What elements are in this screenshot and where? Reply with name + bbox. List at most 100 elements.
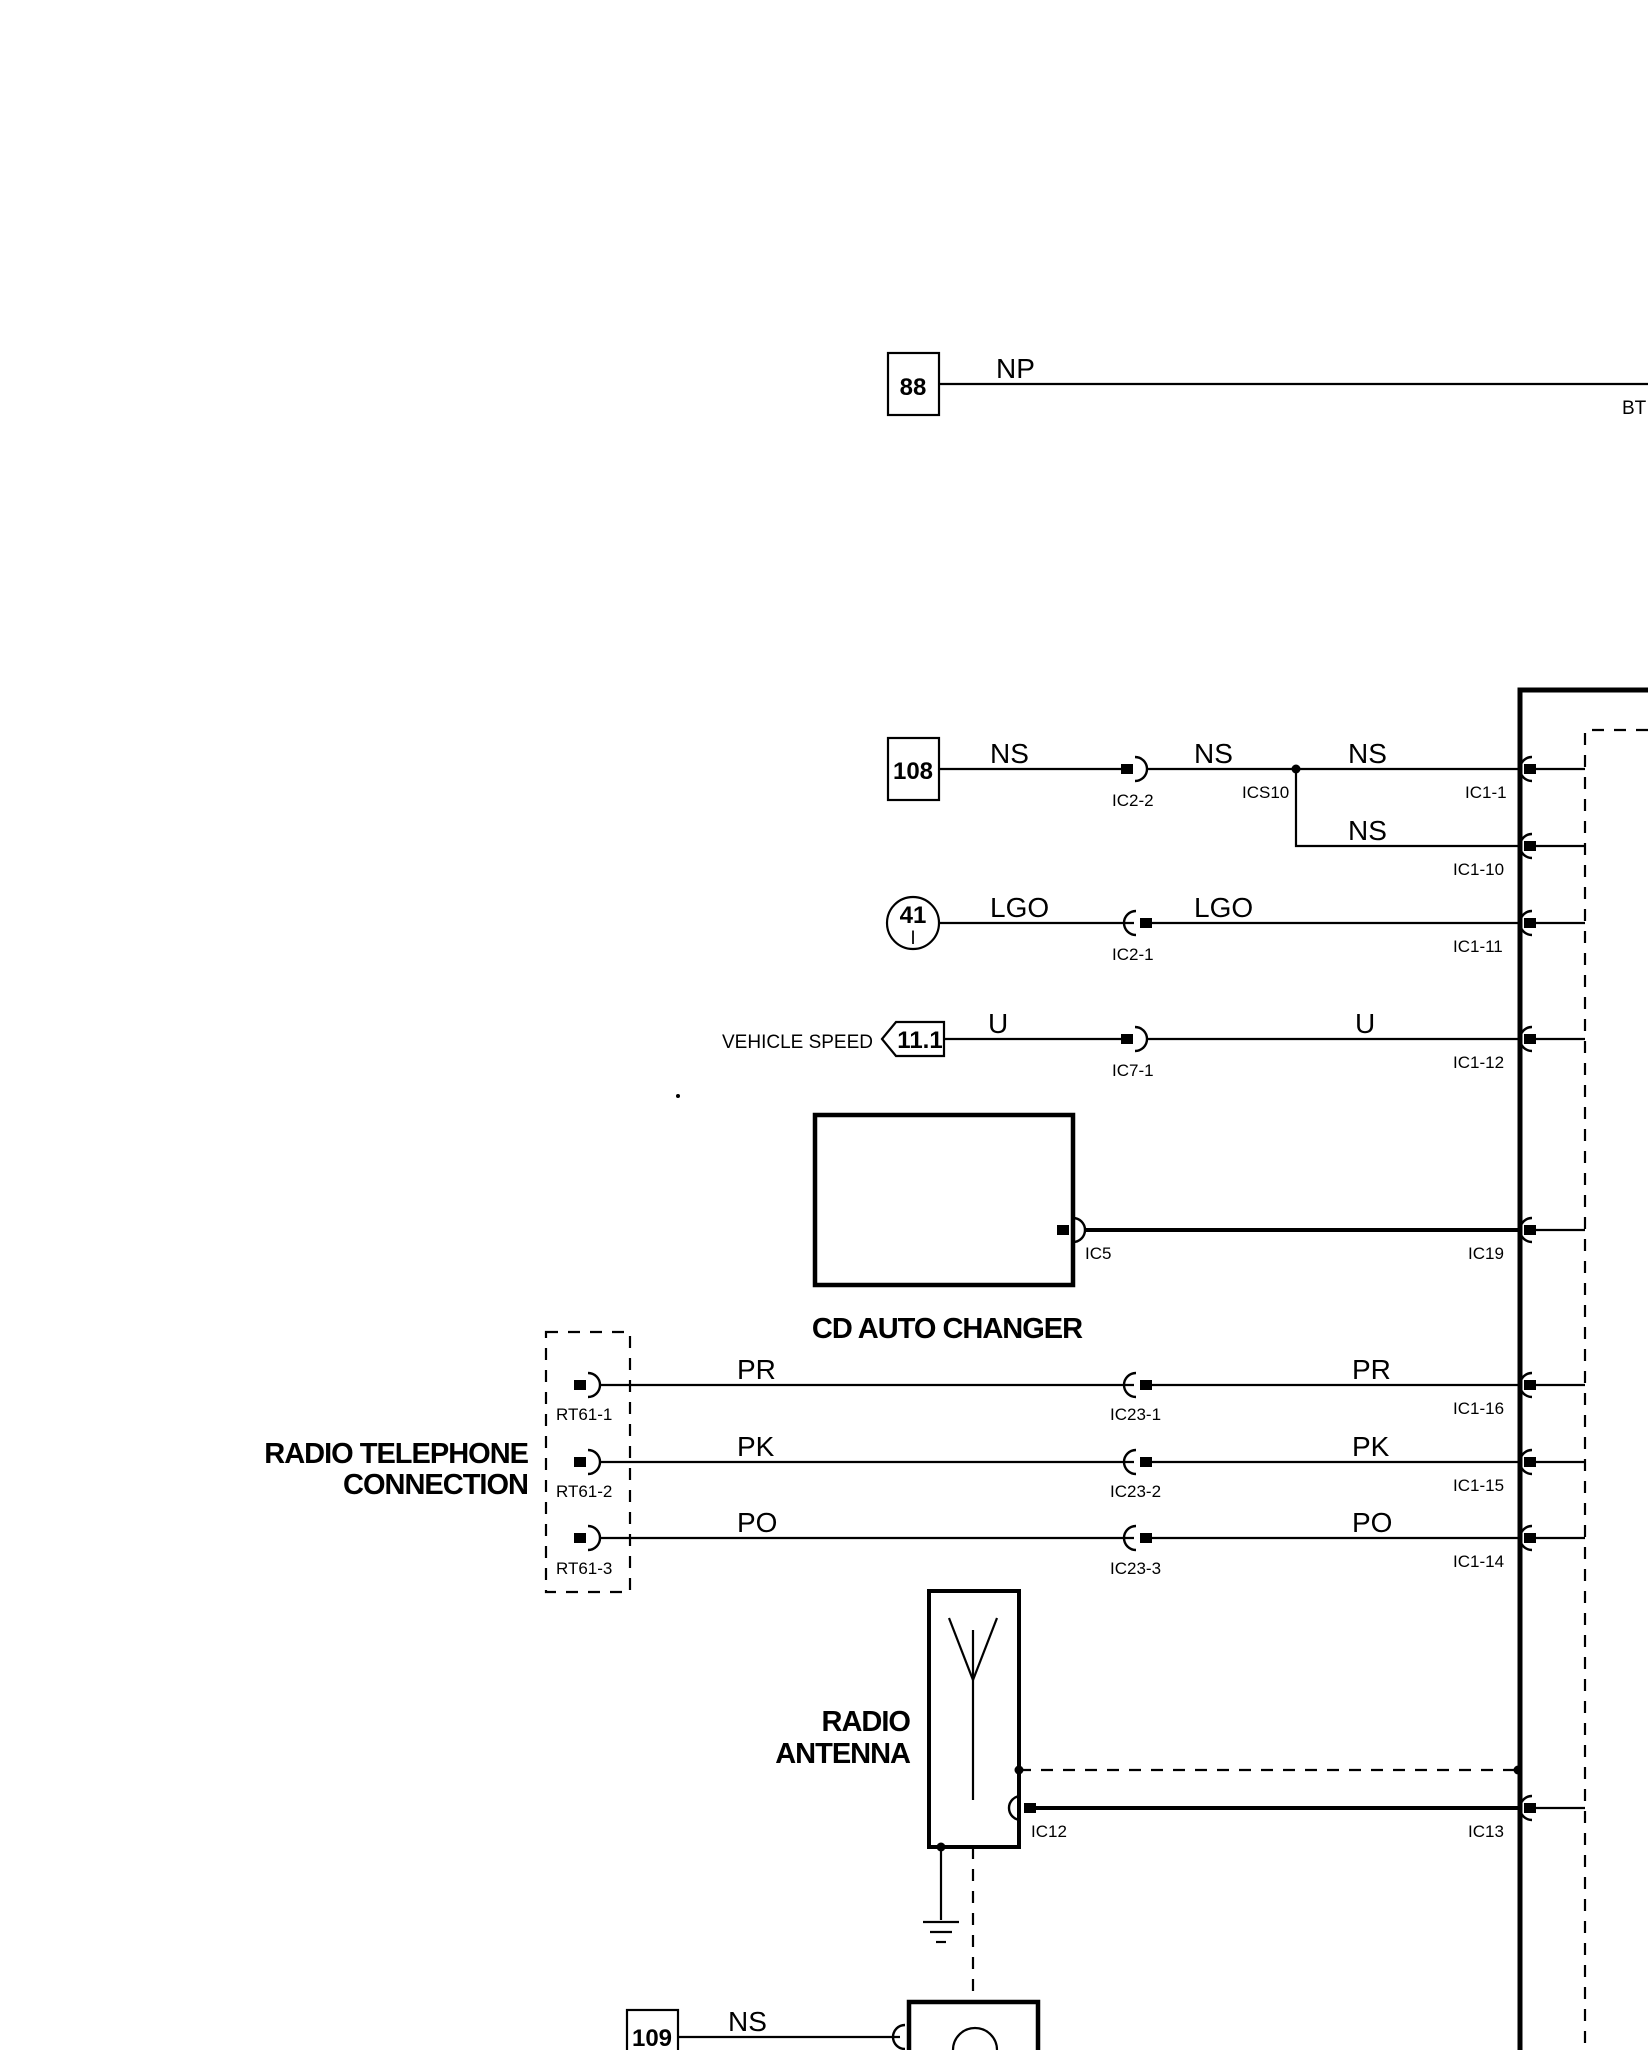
pin-label-ic19: IC19 <box>1468 1244 1504 1263</box>
pin-ic23-3 <box>1140 1533 1152 1543</box>
pin-ic23-1 <box>1140 1380 1152 1390</box>
pin-ic1-12 <box>1524 1034 1536 1044</box>
socket-ic1-16 <box>1518 1371 1533 1399</box>
socket-ic1-12 <box>1518 1025 1533 1053</box>
pin-label-ic7-1: IC7-1 <box>1112 1061 1154 1080</box>
socket-ic1-10 <box>1518 832 1533 860</box>
pin-rt61-1 <box>574 1380 586 1390</box>
unit-outline <box>1517 687 1648 2050</box>
socket-ic2-2 <box>1134 755 1149 783</box>
socket-ic2-1 <box>1122 909 1137 937</box>
pin-label-ic13: IC13 <box>1468 1822 1504 1841</box>
socket-ic1-1 <box>1518 755 1533 783</box>
pin-label-ics10: ICS10 <box>1242 783 1289 802</box>
pin-ic1-1 <box>1524 764 1536 774</box>
pin-rt61-3 <box>574 1533 586 1543</box>
np-wire-label: NP <box>996 353 1035 384</box>
socket-ic23-2 <box>1122 1448 1137 1476</box>
bottom-component-box <box>906 1999 1041 2050</box>
radio-telephone-connector-outline <box>544 1330 632 1594</box>
stray-dot <box>676 1094 680 1098</box>
cd-auto-changer-label: CD AUTO CHANGER <box>812 1313 1083 1345</box>
ns-bottom-wire-label: NS <box>728 2006 767 2037</box>
ref-box-88 <box>886 351 941 417</box>
pin-label-rt61-1: RT61-1 <box>556 1405 612 1424</box>
ns-wire-label-4: NS <box>1348 815 1387 846</box>
ref-108-label: 108 <box>893 758 933 785</box>
pin-ic1-11 <box>1524 918 1536 928</box>
radio-antenna-label-line2: ANTENNA <box>775 1738 911 1770</box>
pin-label-ic1-14: IC1-14 <box>1453 1552 1504 1571</box>
bt-label: BT <box>1622 398 1647 419</box>
ns-wire-label-2: NS <box>1194 738 1233 769</box>
socket-ic1-14 <box>1518 1524 1533 1552</box>
ref-41-sub-label: I <box>910 928 915 949</box>
pin-label-ic1-15: IC1-15 <box>1453 1476 1504 1495</box>
pin-ic13 <box>1524 1803 1536 1813</box>
pin-label-ic23-1: IC23-1 <box>1110 1405 1161 1424</box>
socket-ic7-1 <box>1134 1025 1149 1053</box>
socket-rt61-1 <box>587 1371 602 1399</box>
pin-ic1-14 <box>1524 1533 1536 1543</box>
lgo-wire-label-2: LGO <box>1194 892 1253 923</box>
socket-ic12 <box>1007 1794 1022 1822</box>
shield-node-right <box>1513 1765 1523 1775</box>
pin-ic1-16 <box>1524 1380 1536 1390</box>
ref-109-label: 109 <box>632 2025 672 2050</box>
lgo-wire-label-1: LGO <box>990 892 1049 923</box>
socket-ic1-15 <box>1518 1448 1533 1476</box>
pin-ic2-1 <box>1140 918 1152 928</box>
pk-wire-label-1: PK <box>737 1431 775 1462</box>
socket-ic19 <box>1518 1216 1533 1244</box>
ns-wire-label-1: NS <box>990 738 1029 769</box>
cd-auto-changer-box <box>812 1112 1076 1288</box>
bottom-component-symbol <box>951 2026 999 2050</box>
pin-label-rt61-2: RT61-2 <box>556 1482 612 1501</box>
socket-ic23-3 <box>1122 1524 1137 1552</box>
pin-label-ic1-11: IC1-11 <box>1453 937 1503 956</box>
pin-label-ic1-10: IC1-10 <box>1453 860 1504 879</box>
pin-ic1-15 <box>1524 1457 1536 1467</box>
pin-ic5 <box>1057 1225 1069 1235</box>
ref-88-label: 88 <box>900 374 927 401</box>
socket-bottom <box>891 2023 906 2050</box>
po-wire-label-1: PO <box>737 1507 777 1538</box>
socket-ic1-11 <box>1518 909 1533 937</box>
antenna-icon-left <box>947 1617 975 1681</box>
u-wire-label-1: U <box>988 1008 1008 1039</box>
ref-41-label: 41 <box>900 902 927 929</box>
pin-label-ic12: IC12 <box>1031 1822 1067 1841</box>
pin-ic12 <box>1024 1803 1036 1813</box>
ns-wire-label-3: NS <box>1348 738 1387 769</box>
pr-wire-label-1: PR <box>737 1354 776 1385</box>
pin-label-ic23-3: IC23-3 <box>1110 1559 1161 1578</box>
pin-label-ic23-2: IC23-2 <box>1110 1482 1161 1501</box>
radio-telephone-label-line2: CONNECTION <box>343 1469 528 1501</box>
pin-ic2-2 <box>1121 764 1133 774</box>
radio-telephone-label-line1: RADIO TELEPHONE <box>264 1438 528 1470</box>
pin-label-ic2-2: IC2-2 <box>1112 791 1154 810</box>
radio-antenna-label-line1: RADIO <box>822 1706 911 1738</box>
pin-label-ic5: IC5 <box>1085 1244 1111 1263</box>
pk-wire-label-2: PK <box>1352 1431 1390 1462</box>
pin-label-ic1-16: IC1-16 <box>1453 1399 1504 1418</box>
pin-ic23-2 <box>1140 1457 1152 1467</box>
socket-rt61-3 <box>587 1524 602 1552</box>
pin-ic7-1 <box>1121 1034 1133 1044</box>
ns-branch-wire <box>1294 769 1520 848</box>
ref-11-1-label: 11.1 <box>897 1027 942 1054</box>
ref-box-109 <box>625 2008 680 2050</box>
pin-rt61-2 <box>574 1457 586 1467</box>
pin-label-ic1-1: IC1-1 <box>1465 783 1507 802</box>
pin-ic1-10 <box>1524 841 1536 851</box>
pr-wire-label-2: PR <box>1352 1354 1391 1385</box>
pin-label-ic2-1: IC2-1 <box>1112 945 1154 964</box>
socket-rt61-2 <box>587 1448 602 1476</box>
u-wire-label-2: U <box>1355 1008 1375 1039</box>
socket-ic13 <box>1518 1794 1533 1822</box>
antenna-icon-right <box>971 1617 999 1681</box>
po-wire-label-2: PO <box>1352 1507 1392 1538</box>
vehicle-speed-label: VEHICLE SPEED <box>722 1032 873 1053</box>
pin-label-ic1-12: IC1-12 <box>1453 1053 1504 1072</box>
